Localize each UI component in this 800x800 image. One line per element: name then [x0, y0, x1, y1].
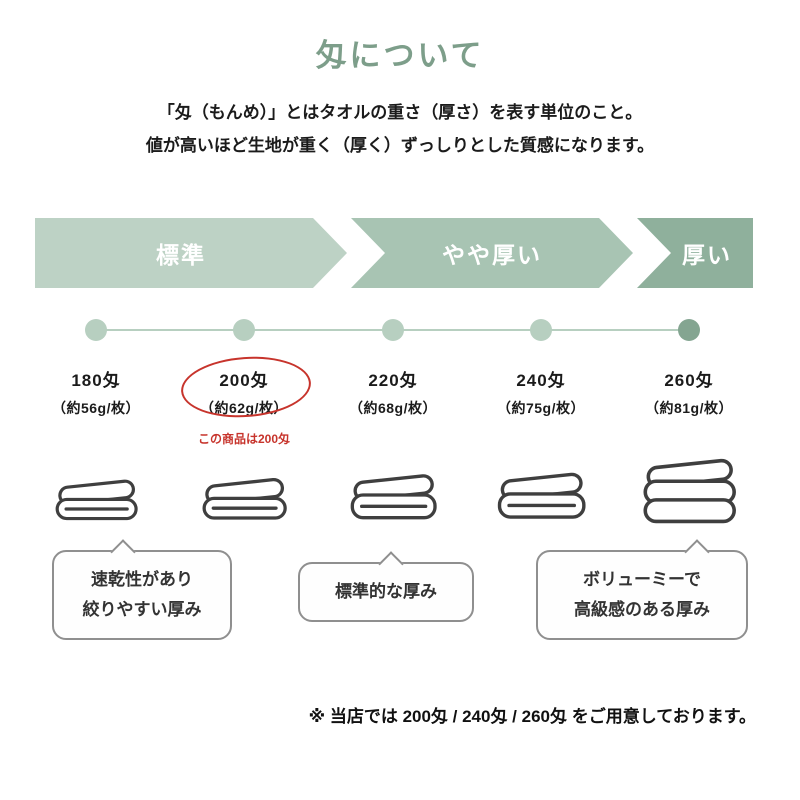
- momme-label: 220匁: [368, 371, 418, 390]
- towel-icon: [497, 472, 586, 519]
- towel-column: [16, 446, 176, 530]
- callout-text: 絞りやすい厚み: [82, 599, 202, 619]
- momme-column-highlighted: 200匁 （約62g/枚）: [164, 366, 324, 418]
- weight-label: （約62g/枚）: [199, 400, 288, 416]
- towel-icon: [643, 458, 736, 524]
- timeline-dot-last: [678, 319, 700, 341]
- callout-text: ボリューミーで: [583, 570, 701, 589]
- description: 「匁（もんめ）」とはタオルの重さ（厚さ）を表す単位のこと。 値が高いほど生地が重…: [0, 96, 800, 162]
- banner-segment-label: 厚い: [682, 242, 732, 268]
- weight-label: （約68g/枚）: [348, 400, 437, 416]
- banner-segment-label: 標準: [156, 242, 206, 268]
- banner-segment-label: やや厚い: [442, 242, 542, 268]
- timeline-dot: [85, 319, 107, 341]
- banner-segment-slightly-thick: やや厚い: [351, 218, 633, 288]
- towel-column: [164, 446, 324, 530]
- page-title: 匁について: [315, 38, 485, 73]
- timeline-dot: [233, 319, 255, 341]
- momme-label: 260匁: [664, 371, 714, 390]
- towel-column: [313, 446, 473, 530]
- momme-column: 260匁 （約81g/枚）: [609, 366, 769, 418]
- weight-label: （約75g/枚）: [496, 400, 585, 416]
- bubble-pointer-icon: [378, 551, 404, 577]
- momme-column: 220匁 （約68g/枚）: [313, 366, 473, 418]
- banner-segment-thick: 厚い: [637, 218, 753, 288]
- banner-segment-standard: 標準: [35, 218, 347, 288]
- momme-column: 240匁 （約75g/枚）: [461, 366, 621, 418]
- bubble-pointer-icon: [684, 539, 710, 565]
- towel-column: [609, 446, 769, 530]
- thickness-banner: 標準 やや厚い 厚い: [35, 218, 753, 288]
- towel-icon: [202, 478, 287, 520]
- momme-label: 240匁: [516, 371, 566, 390]
- timeline-dot: [382, 319, 404, 341]
- bubble-pointer-icon: [110, 539, 136, 565]
- callout-bubble-standard: 標準的な厚み: [298, 551, 474, 622]
- callout-text: 速乾性があり: [91, 570, 193, 589]
- callout-text: 標準的な厚み: [335, 582, 437, 601]
- towel-column: [461, 446, 621, 530]
- callout-bubble-voluminous: ボリューミーで 高級感のある厚み: [536, 539, 748, 640]
- callout-text: 高級感のある厚み: [574, 599, 710, 619]
- towel-icon: [55, 479, 138, 521]
- momme-label: 180匁: [71, 371, 121, 390]
- availability-footnote: ※ 当店では 200匁 / 240匁 / 260匁 をご用意しております。: [308, 707, 756, 726]
- weight-label: （約81g/枚）: [644, 400, 733, 416]
- callout-bubble-quick-dry: 速乾性があり 絞りやすい厚み: [52, 539, 232, 640]
- momme-label: 200匁: [219, 371, 269, 390]
- description-line-1: 「匁（もんめ）」とはタオルの重さ（厚さ）を表す単位のこと。: [157, 103, 643, 122]
- description-line-2: 値が高いほど生地が重く（厚く）ずっしりとした質感になります。: [145, 136, 655, 156]
- product-momme-note: この商品は200匁: [197, 432, 291, 446]
- weight-label: （約56g/枚）: [51, 400, 140, 416]
- timeline-dot: [530, 319, 552, 341]
- towel-icon: [350, 474, 437, 520]
- momme-column: 180匁 （約56g/枚）: [16, 366, 176, 418]
